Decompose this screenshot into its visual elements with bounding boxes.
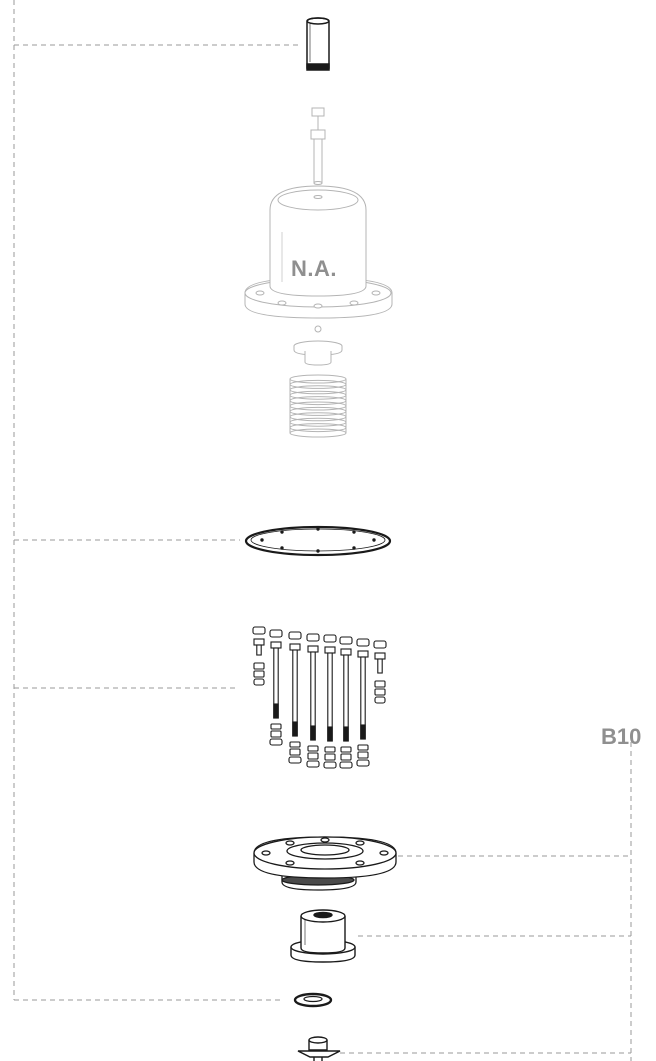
bolt-with-nuts [288,631,302,764]
bolt-with-nuts [269,629,283,746]
washer-part [293,992,333,1008]
bolt-with-nuts [373,640,387,704]
not-applicable-label: N.A. [291,256,337,281]
bolt-with-nuts [339,636,353,769]
spring-coil [289,428,347,438]
diaphragm-part [244,525,392,557]
adjusting-screw-part [310,107,326,185]
spring-plate-part [293,325,343,366]
bolt-with-nuts [356,638,370,767]
lower-flange-part [253,836,397,891]
kit-leader-lines-left [13,0,302,1001]
bonnet-housing-part [244,185,393,319]
valve-seat-part [290,909,356,963]
spring-part [289,374,347,438]
bolt-with-nuts [323,634,337,769]
cap-part [306,17,330,71]
bolt-with-nuts [252,626,266,686]
kit-leader-lines-b10 [340,742,632,1061]
valve-plug-part [297,1036,341,1061]
bolts-and-nuts-set-part [252,626,387,769]
bolt-with-nuts [306,633,320,768]
kit-b10-label: B10 [601,724,642,749]
